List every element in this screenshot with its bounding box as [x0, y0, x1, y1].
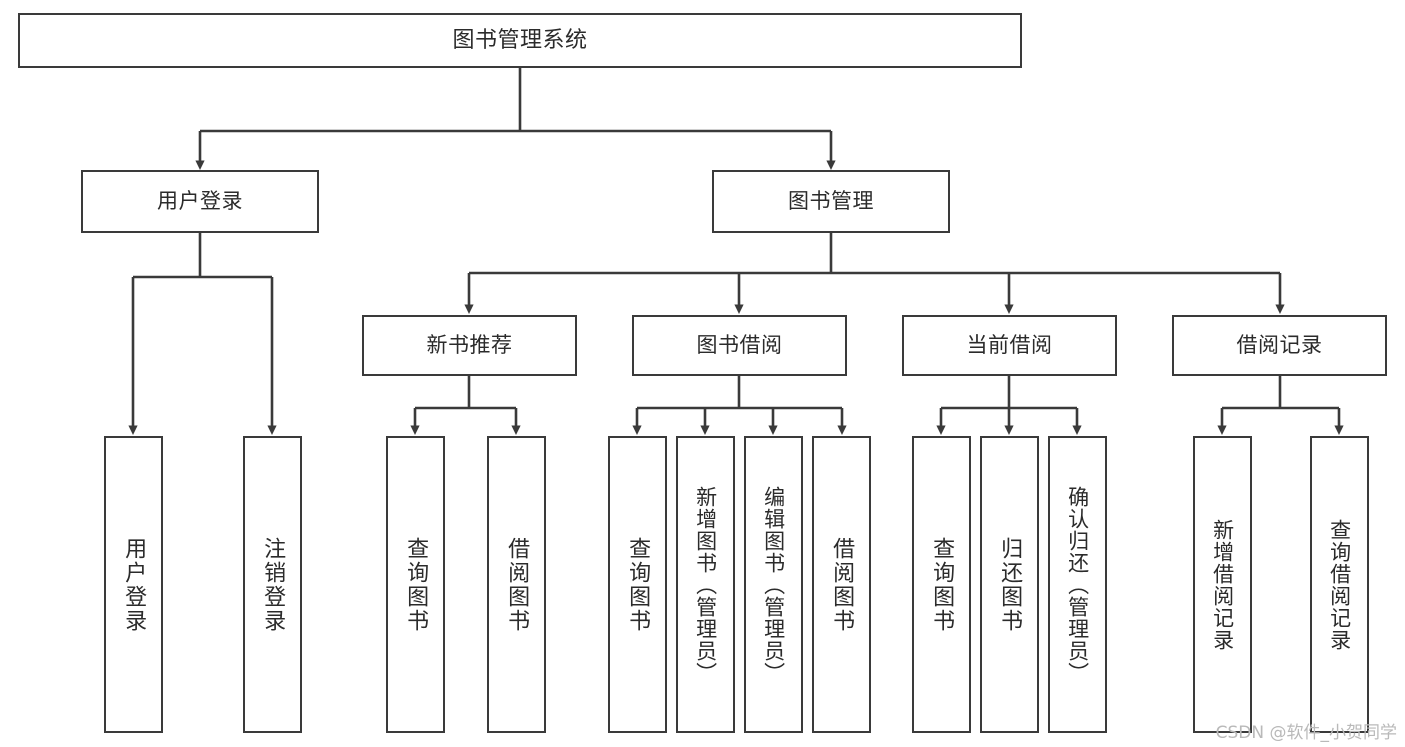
- node-label: 图书借阅: [696, 333, 783, 357]
- leaf-borrow-books-borrowing[interactable]: 借阅图书: [812, 436, 871, 733]
- node-label: 借阅图书: [504, 536, 530, 633]
- node-label: 归还图书: [997, 536, 1023, 633]
- leaf-query-books-new-book[interactable]: 查询图书: [386, 436, 445, 733]
- node-borrowing-records[interactable]: 借阅记录: [1172, 315, 1387, 376]
- leaf-edit-book-admin[interactable]: 编辑图书（管理员）: [744, 436, 803, 733]
- node-label: 借阅记录: [1236, 333, 1323, 357]
- leaf-query-books-current[interactable]: 查询图书: [912, 436, 971, 733]
- node-label: 新书推荐: [426, 333, 513, 357]
- leaf-logout[interactable]: 注销登录: [243, 436, 302, 733]
- node-book-management[interactable]: 图书管理: [712, 170, 950, 233]
- leaf-borrow-books-new-book[interactable]: 借阅图书: [487, 436, 546, 733]
- node-label: 借阅图书: [829, 536, 855, 633]
- leaf-query-books-borrowing[interactable]: 查询图书: [608, 436, 667, 733]
- node-label: 用户登录: [121, 536, 147, 633]
- leaf-add-book-admin[interactable]: 新增图书（管理员）: [676, 436, 735, 733]
- node-label: 编辑图书（管理员）: [761, 485, 786, 684]
- leaf-confirm-return-admin[interactable]: 确认归还（管理员）: [1048, 436, 1107, 733]
- leaf-user-login[interactable]: 用户登录: [104, 436, 163, 733]
- node-book-borrowing[interactable]: 图书借阅: [632, 315, 847, 376]
- watermark-text: CSDN @软件_小贺同学: [1215, 723, 1397, 743]
- node-label: 图书管理系统: [452, 27, 588, 53]
- node-label: 查询图书: [929, 536, 955, 633]
- node-label: 新增借阅记录: [1210, 518, 1235, 651]
- node-label: 查询借阅记录: [1327, 518, 1352, 651]
- leaf-add-borrow-record[interactable]: 新增借阅记录: [1193, 436, 1252, 733]
- node-label: 注销登录: [260, 536, 286, 633]
- node-label: 当前借阅: [966, 333, 1053, 357]
- node-root-book-management-system[interactable]: 图书管理系统: [18, 13, 1022, 68]
- node-user-login[interactable]: 用户登录: [81, 170, 319, 233]
- node-label: 确认归还（管理员）: [1065, 485, 1090, 684]
- leaf-return-books[interactable]: 归还图书: [980, 436, 1039, 733]
- node-label: 新增图书（管理员）: [693, 485, 718, 684]
- leaf-query-borrow-record[interactable]: 查询借阅记录: [1310, 436, 1369, 733]
- node-label: 用户登录: [157, 189, 243, 213]
- node-current-borrowing[interactable]: 当前借阅: [902, 315, 1117, 376]
- node-label: 查询图书: [403, 536, 429, 633]
- node-label: 查询图书: [625, 536, 651, 633]
- node-new-book-recommendation[interactable]: 新书推荐: [362, 315, 577, 376]
- node-label: 图书管理: [788, 189, 874, 213]
